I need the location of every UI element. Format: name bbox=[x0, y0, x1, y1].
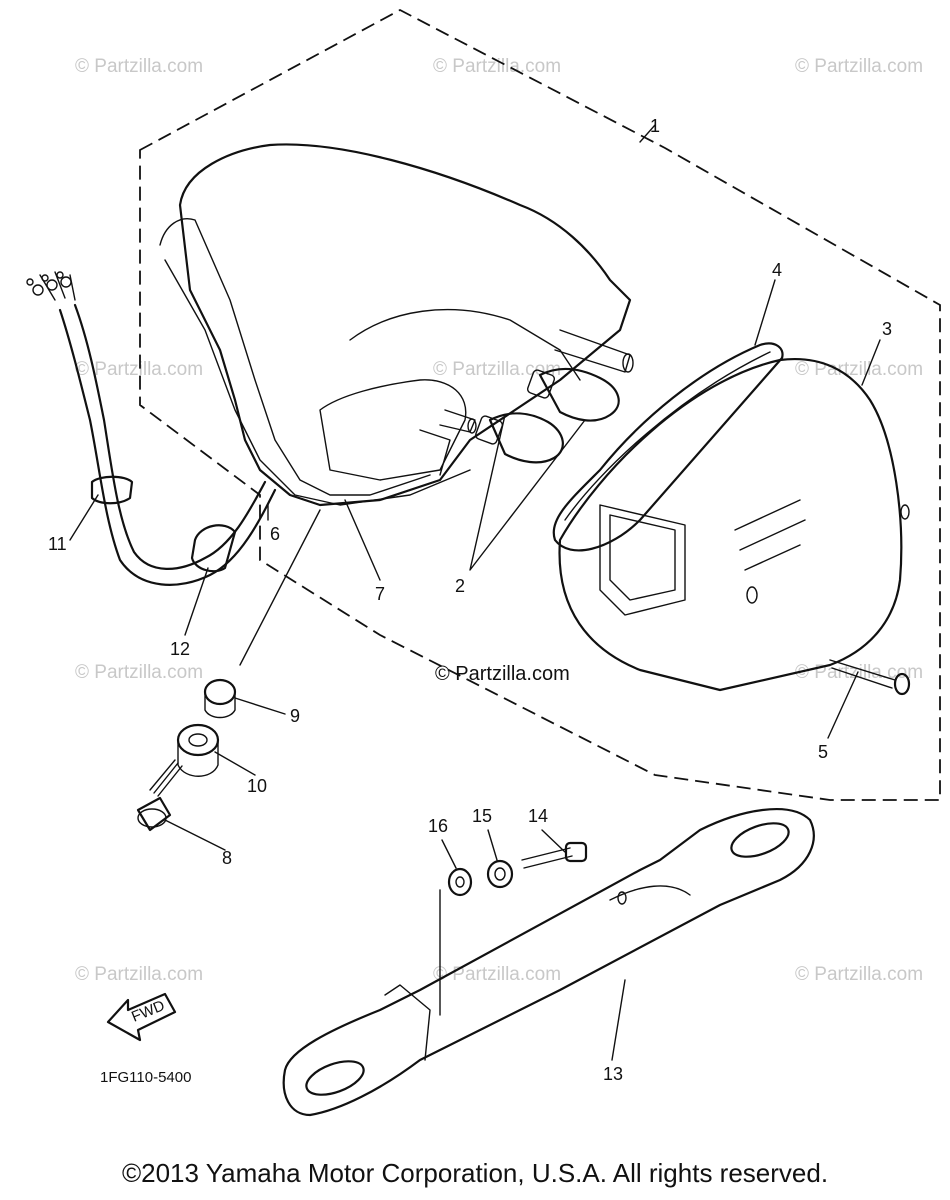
callout-3: 3 bbox=[882, 319, 892, 339]
assembly-boundary bbox=[139, 8, 941, 801]
watermark: © Partzilla.com bbox=[433, 359, 561, 380]
callout-5: 5 bbox=[818, 742, 828, 762]
screw-5 bbox=[829, 659, 911, 696]
leader-lines bbox=[69, 124, 881, 1061]
callout-2: 2 bbox=[455, 576, 465, 596]
bulbs bbox=[474, 367, 620, 464]
license-bracket bbox=[282, 808, 815, 1117]
callout-10: 10 bbox=[247, 776, 267, 796]
fasteners-left bbox=[136, 678, 237, 832]
callout-9: 9 bbox=[290, 706, 300, 726]
gasket bbox=[552, 342, 784, 552]
fasteners-bracket bbox=[447, 841, 588, 897]
copyright-notice: ©2013 Yamaha Motor Corporation, U.S.A. A… bbox=[121, 1158, 829, 1188]
callout-16: 16 bbox=[428, 816, 448, 836]
fwd-label: FWD bbox=[129, 997, 167, 1026]
watermark: © Partzilla.com bbox=[75, 359, 203, 380]
callout-8: 8 bbox=[222, 848, 232, 868]
fwd-arrow: FWD bbox=[106, 992, 177, 1042]
watermark: © Partzilla.com bbox=[75, 56, 203, 77]
callout-1: 1 bbox=[650, 116, 660, 136]
callout-15: 15 bbox=[472, 806, 492, 826]
lens bbox=[558, 358, 910, 692]
watermark: © Partzilla.com bbox=[75, 964, 203, 985]
watermark: © Partzilla.com bbox=[75, 662, 203, 683]
taillight-base bbox=[159, 143, 634, 507]
watermark: © Partzilla.com bbox=[795, 964, 923, 985]
part-code: 1FG110-5400 bbox=[100, 1069, 191, 1086]
watermark: © Partzilla.com bbox=[433, 964, 561, 985]
callout-12: 12 bbox=[170, 639, 190, 659]
watermark: © Partzilla.com bbox=[795, 56, 923, 77]
callout-7: 7 bbox=[375, 584, 385, 604]
callout-4: 4 bbox=[772, 260, 782, 280]
watermark: © Partzilla.com bbox=[795, 662, 923, 683]
callouts: 1 2 3 4 5 6 7 8 9 10 11 12 13 14 15 16 bbox=[48, 116, 892, 1084]
callout-14: 14 bbox=[528, 806, 548, 826]
watermark: © Partzilla.com bbox=[433, 56, 561, 77]
callout-11: 11 bbox=[48, 534, 67, 554]
callout-13: 13 bbox=[603, 1064, 623, 1084]
callout-6: 6 bbox=[270, 524, 280, 544]
wire-harness bbox=[26, 271, 277, 586]
watermark: © Partzilla.com bbox=[795, 359, 923, 380]
watermarks: © Partzilla.com © Partzilla.com © Partzi… bbox=[75, 56, 923, 985]
